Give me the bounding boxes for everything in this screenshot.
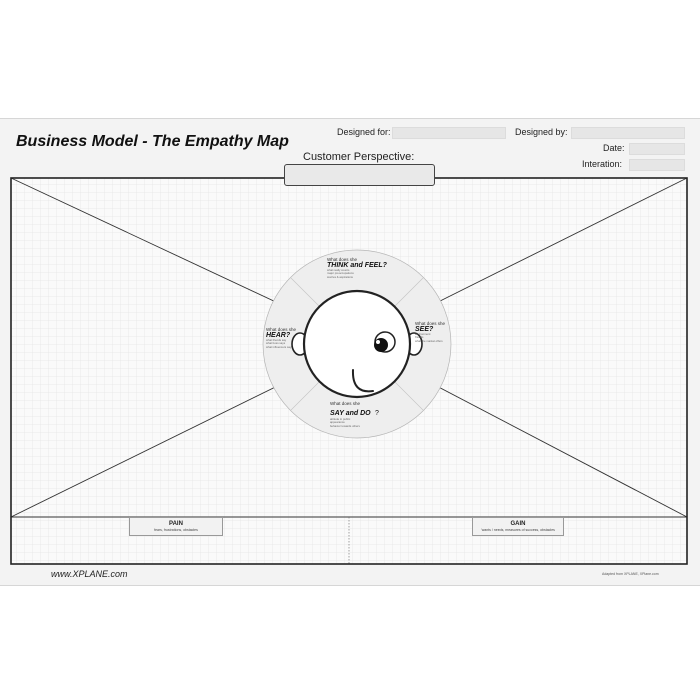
date-label: Date:	[603, 143, 625, 153]
say-question: What does she	[330, 401, 361, 406]
see-note: environment	[415, 332, 431, 336]
iteration-field[interactable]	[629, 159, 685, 171]
say-note: behavior towards others	[330, 423, 360, 428]
footer-url-link[interactable]: www.XPLANE.com	[51, 569, 128, 579]
page-title: Business Model - The Empathy Map	[16, 133, 289, 150]
designed-for-label: Designed for:	[337, 127, 391, 137]
hear-note: what influencers say	[266, 344, 292, 349]
designed-for-field[interactable]	[392, 127, 506, 139]
gain-box[interactable]: GAIN 'wants / needs, measures of success…	[472, 517, 564, 536]
customer-perspective-label: Customer Perspective:	[303, 151, 415, 163]
say-title-suffix: ?	[375, 410, 379, 417]
think-question: What does she	[327, 257, 358, 262]
say-title: SAY and DO	[330, 410, 371, 417]
diagonal-top-right	[405, 177, 688, 319]
see-note: what the market offers	[415, 338, 443, 343]
see-question: What does she	[415, 321, 446, 326]
say-note: attitude in public	[330, 417, 351, 421]
footer-credit: Adapted from XPLANE, XPlane.com	[602, 572, 659, 576]
iteration-label: Interation:	[582, 159, 623, 169]
quadrant-diagonals	[10, 177, 688, 518]
think-note: what really counts	[327, 268, 350, 272]
see-title: SEE?	[415, 326, 434, 333]
customer-perspective-field[interactable]	[284, 164, 435, 186]
gain-title: GAIN	[510, 521, 526, 527]
diagonal-top-left	[10, 177, 311, 319]
hear-title: HEAR?	[266, 332, 291, 339]
face-icon	[291, 289, 423, 399]
hear-note: what boss says	[266, 341, 286, 346]
think-note: major preoccupations	[327, 271, 354, 276]
designed-by-field[interactable]	[571, 127, 685, 139]
gain-subtitle: 'wants / needs, measures of success, obs…	[481, 528, 555, 532]
eye-pupil	[374, 338, 388, 352]
think-title: THINK and FEEL?	[327, 262, 387, 269]
eye-highlight	[376, 340, 380, 344]
see-section: What does she SEE? environment friends w…	[415, 321, 445, 343]
diagonal-bottom-right	[405, 369, 688, 518]
say-do-section: What does she SAY and DO ? attitude in p…	[330, 401, 379, 428]
see-note: friends	[415, 335, 424, 340]
hear-question: What does she	[266, 327, 297, 332]
pain-box[interactable]: PAIN fears, frustrations, obstacles	[129, 517, 223, 536]
hear-note: what friends say	[266, 338, 287, 342]
pain-subtitle: fears, frustrations, obstacles	[154, 528, 198, 532]
designed-by-label: Designed by:	[515, 127, 568, 137]
mouth	[351, 369, 374, 393]
think-note: worries & aspirations	[327, 274, 353, 279]
pain-title: PAIN	[169, 521, 183, 527]
ring-dividers	[290, 277, 424, 411]
hear-section: What does she HEAR? what friends say wha…	[266, 327, 296, 349]
head	[302, 289, 412, 399]
date-field[interactable]	[629, 143, 685, 155]
say-note: appearance	[330, 420, 345, 425]
think-feel-section: What does she THINK and FEEL? what reall…	[327, 257, 387, 279]
diagonal-bottom-left	[10, 369, 311, 518]
